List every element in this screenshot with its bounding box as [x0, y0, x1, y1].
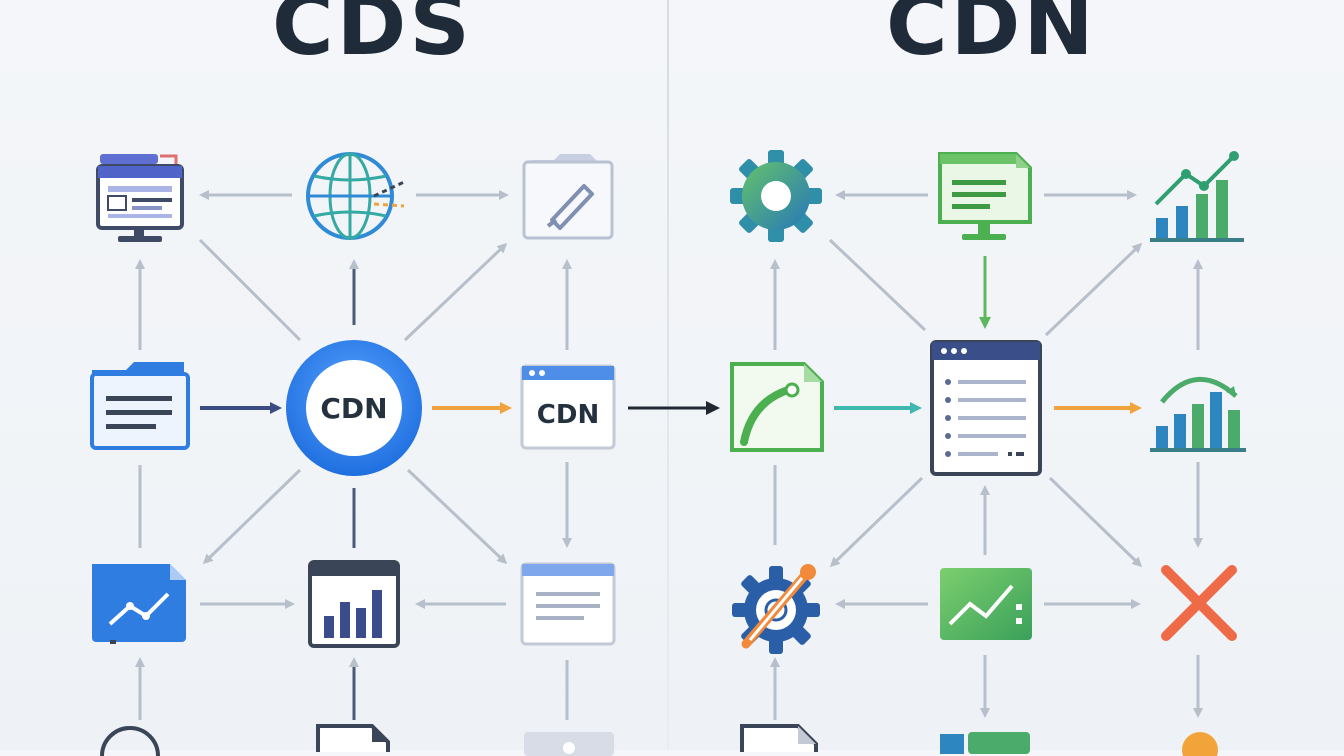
- green-chart-card-icon: [938, 566, 1034, 642]
- text-window-icon: [520, 562, 616, 646]
- cdn-hub-label: CDN: [320, 391, 388, 425]
- monitor-icon: [938, 150, 1034, 246]
- list-window-icon: [930, 340, 1042, 476]
- partial-window-icon: [522, 730, 616, 756]
- cdn-title: CDN: [886, 0, 1097, 74]
- folder-document-icon: [90, 360, 190, 452]
- arrow: [1048, 476, 1143, 568]
- arrow: [406, 468, 508, 565]
- cdn-hub: CDN: [284, 338, 424, 478]
- rising-chart-icon: [1148, 150, 1248, 246]
- partial-circle-icon: [98, 726, 162, 756]
- panel-divider: [667, 0, 669, 750]
- arrow: [828, 238, 927, 332]
- bar-chart-arc-icon: [1148, 366, 1248, 456]
- cdn-box: CDN: [520, 364, 616, 450]
- browser-monitor-icon: [96, 150, 186, 246]
- gear-icon: [728, 148, 824, 244]
- close-icon: [1158, 562, 1240, 644]
- globe-icon: [304, 148, 408, 244]
- pen-document-icon: [522, 150, 616, 242]
- cds-title: CDS: [272, 0, 473, 74]
- arrow: [198, 238, 302, 342]
- arrow: [202, 468, 302, 565]
- arrow: [403, 242, 508, 342]
- partial-document-icon: [316, 722, 392, 752]
- green-pen-document-icon: [730, 362, 826, 454]
- partial-card-icon: [940, 730, 1032, 754]
- partial-circle-orange-icon: [1180, 730, 1220, 756]
- bar-chart-window-icon: [308, 558, 400, 650]
- gear-wrench-icon: [728, 560, 826, 656]
- cdn-box-label: CDN: [536, 400, 600, 430]
- line-chart-document-icon: [90, 560, 190, 646]
- arrow: [1044, 242, 1143, 337]
- arrow: [829, 476, 924, 568]
- partial-document-icon-right: [740, 722, 820, 752]
